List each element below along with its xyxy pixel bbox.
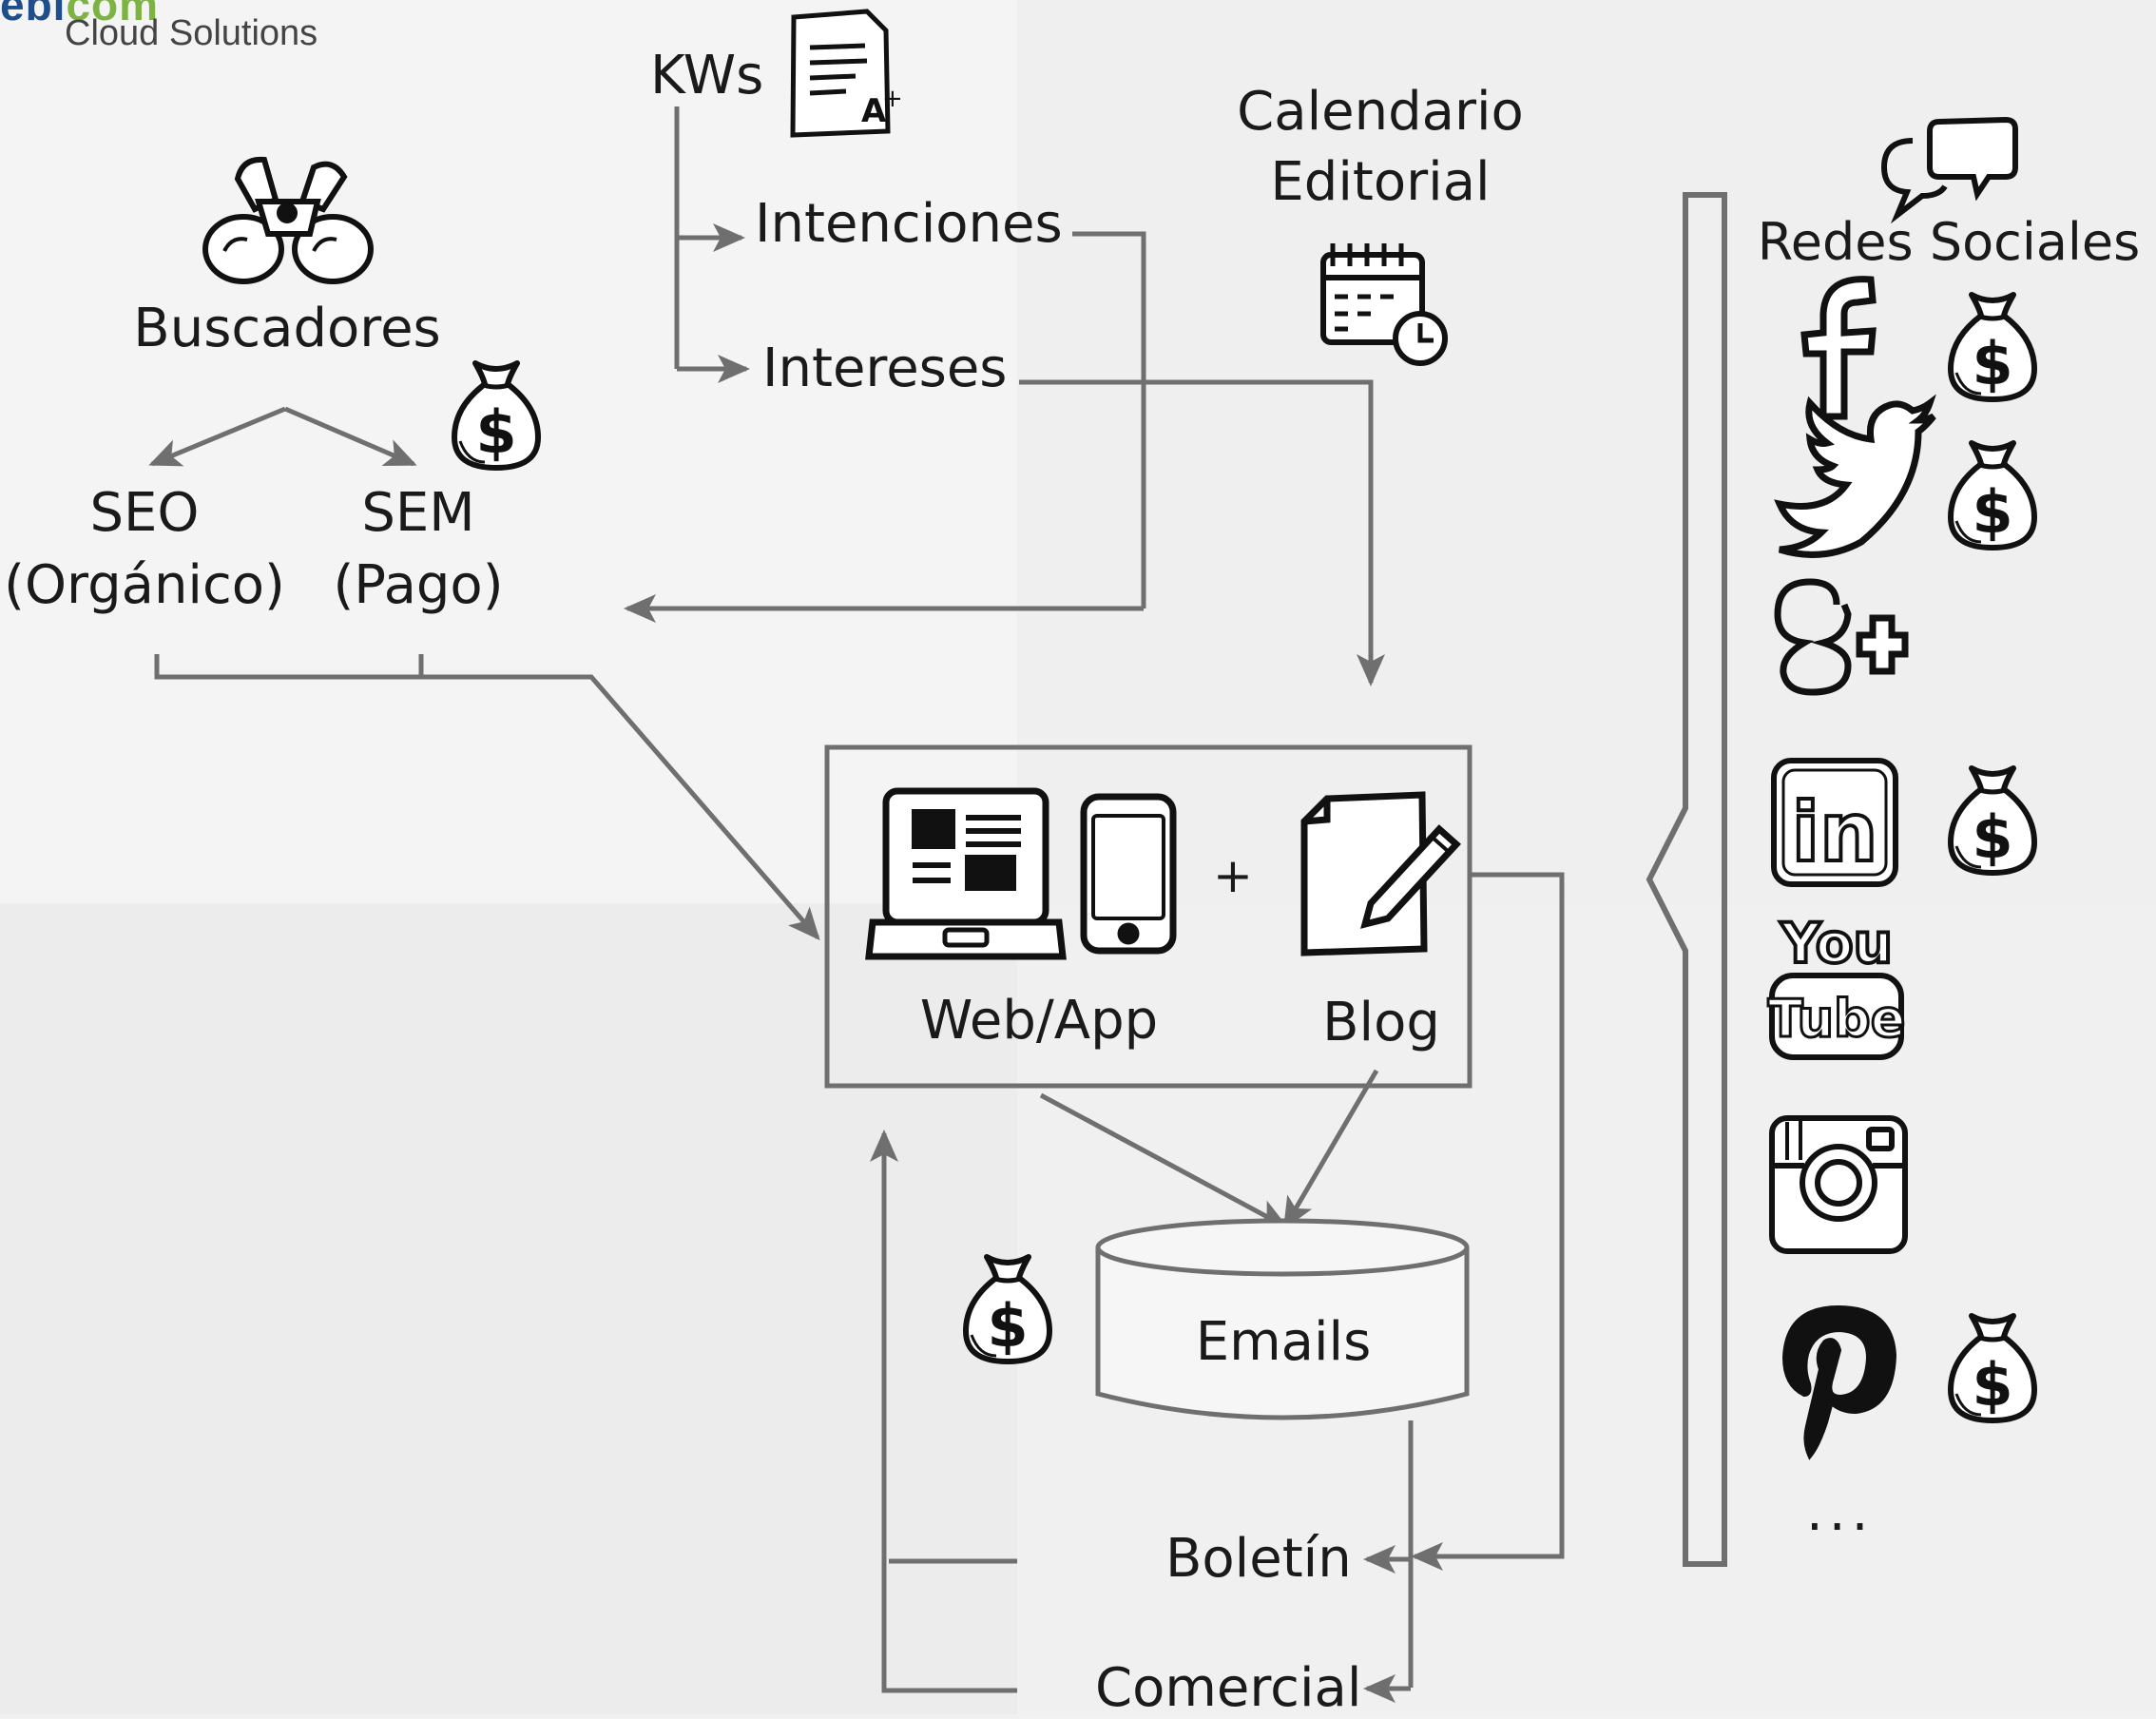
arrow-to-sem bbox=[284, 406, 417, 467]
laptop-icon bbox=[865, 787, 1067, 960]
chat-bubbles-icon bbox=[1880, 116, 2018, 224]
intenciones-label: Intenciones bbox=[755, 193, 1063, 255]
pinterest-icon bbox=[1781, 1304, 1897, 1460]
money-bag-icon bbox=[454, 363, 538, 468]
emails-label: Emails bbox=[1195, 1311, 1372, 1373]
smartphone-icon bbox=[1080, 793, 1177, 955]
comercial-label: Comercial bbox=[1095, 1657, 1362, 1719]
kws-label: KWs bbox=[650, 45, 764, 106]
svg-text:+: + bbox=[882, 85, 903, 113]
blog-edit-icon bbox=[1300, 791, 1461, 956]
money-bag-icon bbox=[1951, 1316, 2034, 1420]
svg-text:A: A bbox=[861, 92, 887, 130]
web-blog-box bbox=[824, 744, 1473, 1089]
connector-lines bbox=[148, 106, 1727, 1703]
arrow-box-to-boletin bbox=[1411, 872, 1565, 1571]
money-bag-icon bbox=[966, 1257, 1049, 1362]
boletin-label: Boletín bbox=[1165, 1528, 1352, 1590]
money-bag-icon bbox=[1951, 295, 2034, 399]
money-bag-icon bbox=[1951, 768, 2034, 873]
linkedin-icon: in bbox=[1771, 758, 1898, 887]
plus-sign: + bbox=[1213, 848, 1253, 903]
sem-label: SEM bbox=[361, 482, 475, 544]
calendario-label: Calendario bbox=[1237, 81, 1524, 143]
seo-label: SEO bbox=[89, 482, 200, 544]
more-networks-ellipsis: ... bbox=[1806, 1481, 1875, 1543]
arrow-to-blog bbox=[1019, 379, 1385, 686]
seo-organico-label: (Orgánico) bbox=[4, 554, 285, 616]
arrow-to-web bbox=[154, 654, 820, 941]
buscadores-label: Buscadores bbox=[133, 298, 441, 359]
logo-subtitle: Cloud Solutions bbox=[65, 13, 318, 53]
facebook-icon bbox=[1800, 276, 1877, 420]
svg-text:Tube: Tube bbox=[1768, 989, 1906, 1049]
social-bracket bbox=[1646, 192, 1727, 1567]
arrow-web-to-emails bbox=[1039, 1092, 1289, 1229]
youtube-icon: You Tube bbox=[1766, 909, 1907, 1060]
redes-sociales-label: Redes Sociales bbox=[1757, 212, 2141, 272]
calendar-icon bbox=[1320, 243, 1448, 366]
svg-text:You: You bbox=[1780, 911, 1893, 975]
intenciones-line bbox=[1072, 231, 1146, 608]
svg-text:in: in bbox=[1792, 785, 1878, 880]
arrow-to-seo bbox=[148, 406, 286, 467]
twitter-icon bbox=[1774, 394, 1936, 558]
web-app-label: Web/App bbox=[919, 990, 1159, 1052]
money-bag-icon bbox=[1951, 443, 2034, 548]
instagram-icon bbox=[1769, 1115, 1908, 1254]
arrow-feedback-to-web bbox=[870, 1130, 1017, 1693]
document-grade-icon: A + bbox=[790, 9, 903, 138]
editorial-label: Editorial bbox=[1270, 151, 1491, 213]
blog-label: Blog bbox=[1322, 992, 1440, 1053]
binoculars-icon bbox=[202, 156, 374, 284]
paper-panel bbox=[0, 903, 1017, 1714]
emails-database bbox=[1095, 1218, 1470, 1420]
logo-wordmark: ebicom bbox=[0, 0, 160, 29]
sem-pago-label: (Pago) bbox=[333, 554, 504, 616]
google-plus-icon bbox=[1774, 578, 1909, 696]
intereses-label: Intereses bbox=[762, 338, 1008, 399]
arrow-blog-to-emails bbox=[1282, 1069, 1379, 1230]
